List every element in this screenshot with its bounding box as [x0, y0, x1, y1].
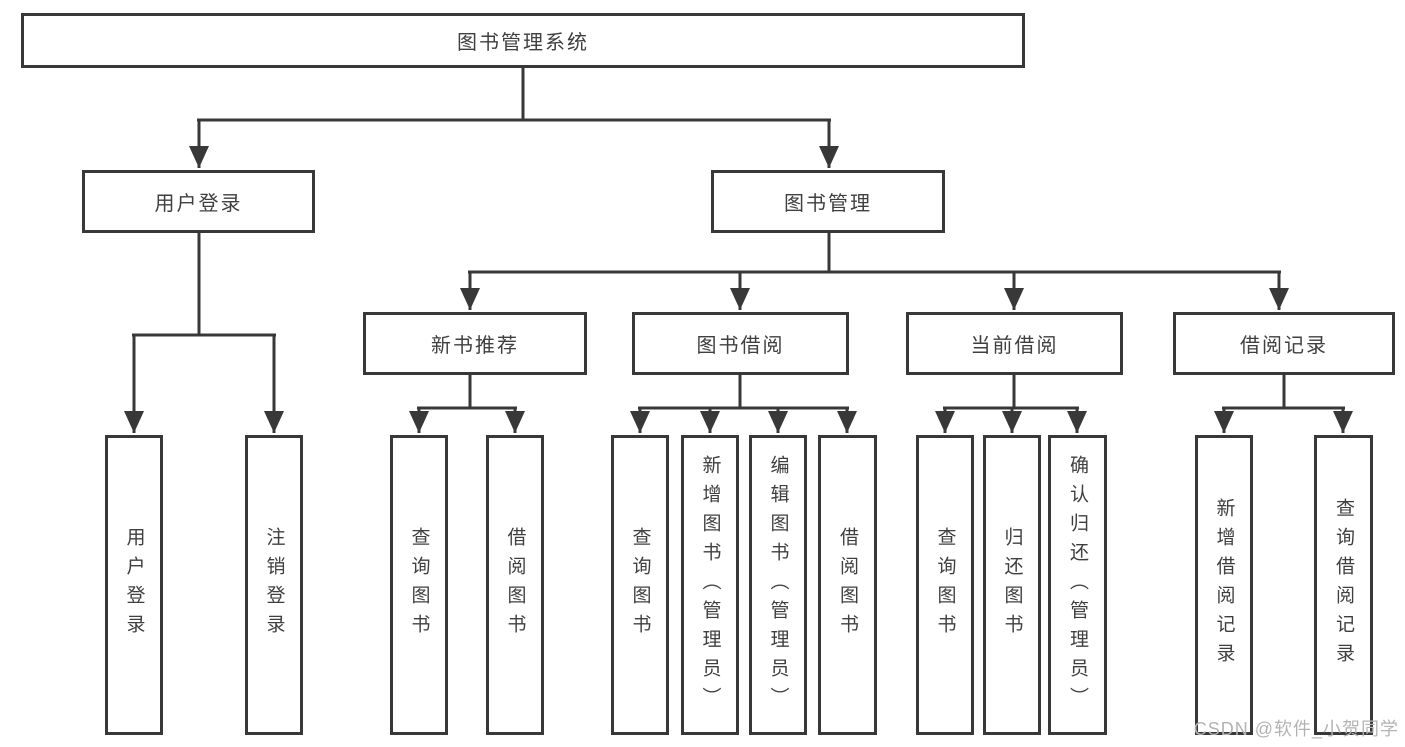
leaf-confirm-return-admin: 确认归还（管理员） [1048, 435, 1107, 735]
leaf-add-borrow-record-label: 新增借阅记录 [1213, 498, 1235, 672]
leaf-add-books-admin-label: 新增图书（管理员） [699, 454, 721, 716]
node-book-borrowing: 图书借阅 [632, 312, 849, 375]
leaf-query-borrow-record-label: 查询借阅记录 [1333, 498, 1354, 672]
node-new-book-recommend: 新书推荐 [363, 312, 587, 375]
leaf-query-borrow-record: 查询借阅记录 [1314, 435, 1373, 735]
leaf-logout: 注销登录 [245, 435, 303, 735]
leaf-add-books-admin: 新增图书（管理员） [681, 435, 739, 735]
leaf-borrow-books-label: 借阅图书 [837, 527, 858, 643]
leaf-query-books-current-label: 查询图书 [934, 527, 956, 643]
leaf-user-login-label: 用户登录 [123, 527, 145, 643]
node-current-borrowing: 当前借阅 [906, 312, 1123, 375]
watermark: CSDN @软件_小贺同学 [1193, 719, 1399, 739]
leaf-add-borrow-record: 新增借阅记录 [1195, 435, 1253, 735]
node-user-login: 用户登录 [82, 170, 315, 233]
leaf-borrow-books-recommend-label: 借阅图书 [504, 527, 526, 643]
node-library-management-system: 图书管理系统 [21, 13, 1025, 68]
leaf-edit-books-admin: 编辑图书（管理员） [749, 435, 807, 735]
leaf-query-books-current: 查询图书 [916, 435, 974, 735]
leaf-edit-books-admin-label: 编辑图书（管理员） [767, 454, 789, 716]
leaf-user-login: 用户登录 [105, 435, 163, 735]
leaf-borrow-books-recommend: 借阅图书 [486, 435, 544, 735]
leaf-logout-label: 注销登录 [263, 527, 285, 643]
leaf-confirm-return-admin-label: 确认归还（管理员） [1067, 454, 1088, 716]
leaf-return-books: 归还图书 [983, 435, 1041, 735]
leaf-return-books-label: 归还图书 [1001, 527, 1023, 643]
leaf-borrow-books: 借阅图书 [818, 435, 877, 735]
leaf-query-books-borrowing: 查询图书 [611, 435, 669, 735]
node-book-management: 图书管理 [711, 170, 945, 233]
node-borrowing-records: 借阅记录 [1173, 312, 1395, 375]
leaf-query-books-recommend-label: 查询图书 [408, 527, 430, 643]
leaf-query-books-recommend: 查询图书 [390, 435, 448, 735]
leaf-query-books-borrowing-label: 查询图书 [629, 527, 651, 643]
